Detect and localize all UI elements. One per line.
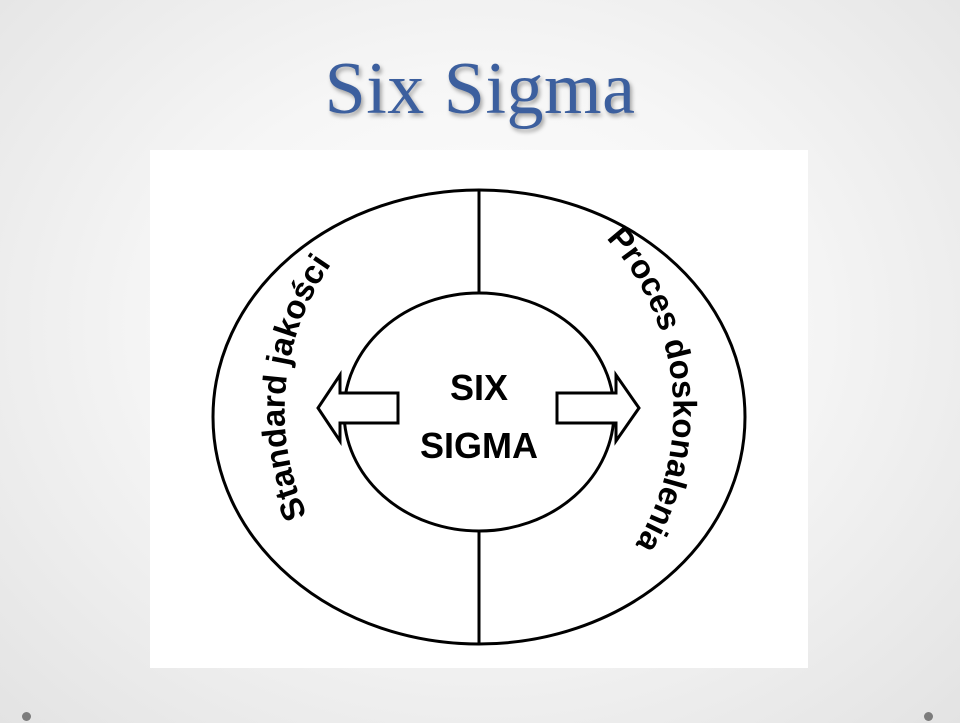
- right-arrow-icon: [555, 370, 641, 446]
- left-arrow-icon: [316, 370, 400, 446]
- left-arc-label: Standard jakości: [255, 247, 338, 527]
- slide-decoration-dot-left: [22, 712, 31, 721]
- slide-decoration-dot-right: [924, 712, 933, 721]
- center-label-six: SIX: [450, 367, 508, 408]
- slide-title: Six Sigma: [324, 48, 636, 130]
- center-label-sigma: SIGMA: [420, 425, 538, 466]
- diagram-canvas: SIX SIGMA Standard jakości Proces doskon…: [211, 188, 747, 646]
- six-sigma-diagram: SIX SIGMA Standard jakości Proces doskon…: [150, 150, 808, 668]
- left-arc-label-text: Standard jakości: [255, 247, 338, 527]
